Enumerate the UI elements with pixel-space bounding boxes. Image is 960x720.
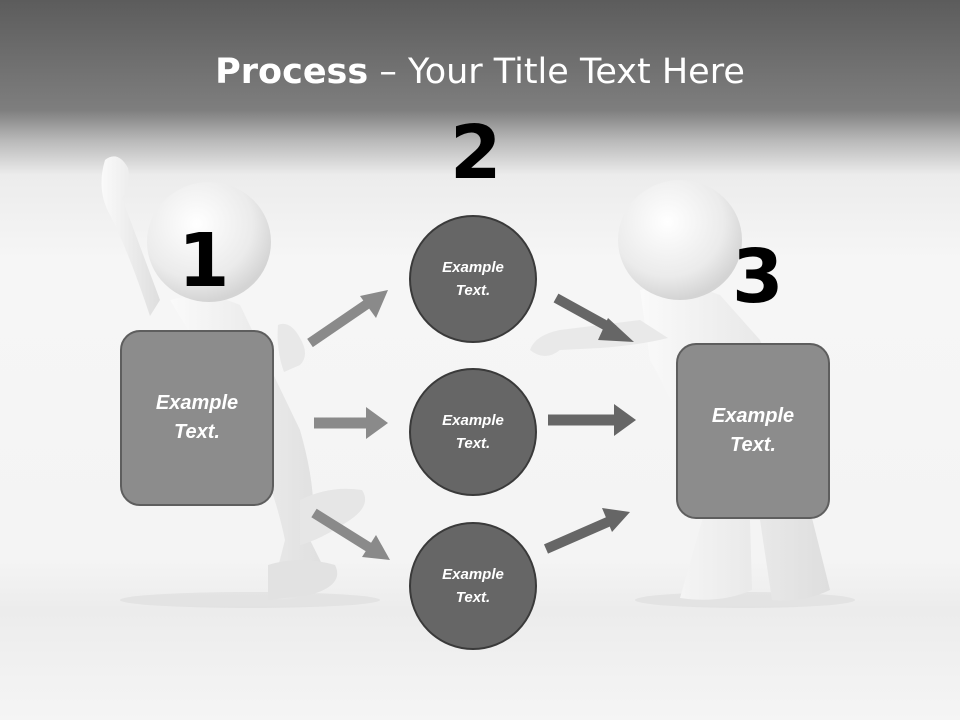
circle-middle-line2: Text. <box>455 435 491 452</box>
circle-bottom-line2: Text. <box>455 589 491 606</box>
title-rest: – Your Title Text Here <box>368 52 745 92</box>
left-box-line1: Example <box>155 392 239 414</box>
arrow-right-down <box>543 508 630 554</box>
circle-bottom-line1: Example <box>442 566 504 583</box>
arrow-left-up <box>307 290 388 348</box>
left-figure <box>101 156 366 600</box>
circle-middle: Example Text. <box>409 368 537 496</box>
arrow-left-mid <box>314 407 388 439</box>
right-box-line2: Text. <box>730 434 776 456</box>
left-box-line2: Text. <box>174 421 220 443</box>
circle-top-line1: Example <box>442 259 504 276</box>
step-number-1: 1 <box>178 218 230 304</box>
step-number-2: 2 <box>450 110 502 196</box>
circle-bottom: Example Text. <box>409 522 537 650</box>
right-text-box: Example Text. <box>676 343 830 519</box>
shadow-left <box>120 592 380 608</box>
step-number-3: 3 <box>732 234 784 320</box>
title-bold: Process <box>215 52 369 92</box>
arrow-right-mid <box>548 404 636 436</box>
slide-title: Process – Your Title Text Here <box>0 52 960 92</box>
circle-top-line2: Text. <box>455 282 491 299</box>
arrow-right-up <box>553 293 634 342</box>
arrow-left-down <box>311 508 390 560</box>
circle-top: Example Text. <box>409 215 537 343</box>
right-box-line1: Example <box>711 405 795 427</box>
left-text-box: Example Text. <box>120 330 274 506</box>
circle-middle-line1: Example <box>442 412 504 429</box>
